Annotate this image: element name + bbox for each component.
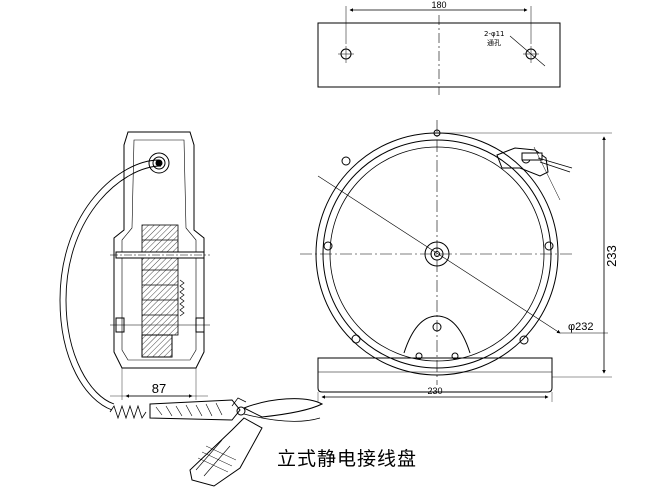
ground-cable [59, 159, 162, 411]
dim-side-width: 87 [152, 381, 166, 396]
hole-note-spec: 2-φ11 [484, 30, 505, 38]
dim-base-width: 230 [427, 386, 442, 396]
grounding-clamp [109, 397, 324, 487]
reel-base [317, 357, 553, 393]
front-view-reel [300, 120, 612, 402]
dim-top-width: 180 [431, 0, 446, 10]
drawing-caption: 立式静电接线盘 [276, 448, 417, 470]
hole-note-through: 通孔 [487, 38, 501, 47]
top-view-plate [317, 6, 561, 95]
side-section-view [110, 131, 210, 400]
reel-hub [424, 241, 450, 267]
dim-front-diameter: φ232 [568, 321, 594, 333]
dim-front-height: 233 [604, 245, 619, 267]
